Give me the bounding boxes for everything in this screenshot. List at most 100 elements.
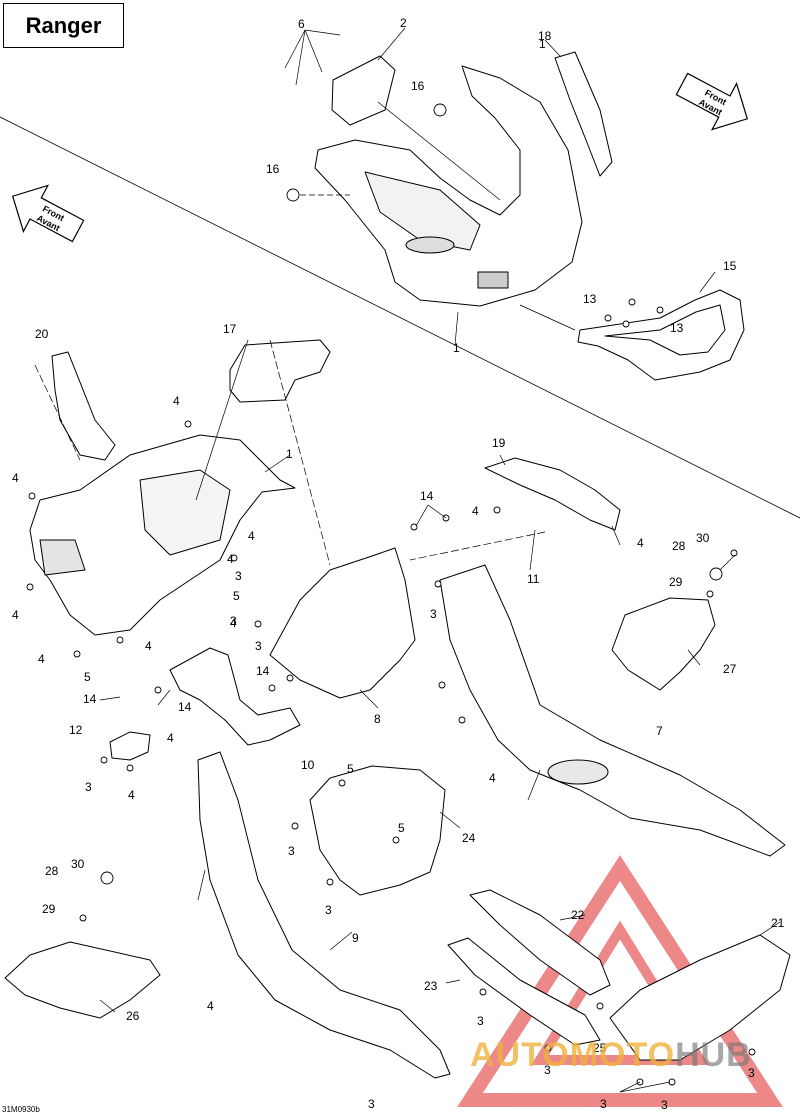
callout-label: 4 bbox=[227, 552, 234, 566]
part-side-panel-grille bbox=[39, 539, 86, 576]
callout-label: 4 bbox=[230, 616, 237, 630]
part-7-frame bbox=[439, 564, 786, 857]
part-hood-opening bbox=[405, 236, 455, 254]
callout-label: 29 bbox=[669, 575, 683, 589]
part-24-cover bbox=[309, 765, 446, 896]
callout-label: 3 bbox=[288, 844, 295, 858]
callout-label: 13 bbox=[583, 292, 597, 306]
callout-label: 23 bbox=[424, 979, 438, 993]
part-9-rail bbox=[197, 751, 451, 1079]
callout-label: 24 bbox=[462, 831, 476, 845]
callout-label: 1 bbox=[286, 447, 293, 461]
callout-label: 27 bbox=[723, 662, 737, 676]
callout-label: 4 bbox=[145, 639, 152, 653]
callout-label: 4 bbox=[12, 608, 19, 622]
callout-label: 22 bbox=[571, 908, 585, 922]
part-19-bracket bbox=[484, 457, 621, 531]
callout-label: 4 bbox=[637, 536, 644, 550]
part-hood-light bbox=[477, 271, 509, 289]
callout-label: 4 bbox=[248, 529, 255, 543]
part-27-plate bbox=[611, 597, 716, 691]
fasteners bbox=[26, 103, 756, 1086]
part-26-plate bbox=[4, 941, 161, 1019]
callout-label: 3 bbox=[600, 1097, 607, 1111]
callout-label: 3 bbox=[748, 1066, 755, 1080]
part-front-hood-top bbox=[314, 65, 583, 307]
callout-label: 1 bbox=[539, 37, 546, 51]
title-box: Ranger bbox=[3, 3, 124, 48]
callout-label: 14 bbox=[83, 692, 97, 706]
part-18-strip bbox=[554, 51, 613, 177]
callout-label: 5 bbox=[84, 670, 91, 684]
callout-label: 3 bbox=[368, 1097, 375, 1111]
part-hood-window bbox=[364, 171, 481, 251]
callout-label: 4 bbox=[489, 771, 496, 785]
callout-label: 4 bbox=[167, 731, 174, 745]
callout-label: 4 bbox=[38, 652, 45, 666]
callout-label: 30 bbox=[71, 857, 85, 871]
callout-label: 28 bbox=[45, 864, 59, 878]
callout-label: 9 bbox=[352, 931, 359, 945]
callout-label: 13 bbox=[670, 321, 684, 335]
callout-label: 3 bbox=[230, 614, 237, 628]
separator-line bbox=[0, 116, 800, 519]
callout-label: 3 bbox=[235, 569, 242, 583]
callout-label: 4 bbox=[472, 504, 479, 518]
callout-label: 3 bbox=[661, 1098, 668, 1112]
parts-group bbox=[4, 51, 791, 1079]
watermark-part1: AUTOMOTO bbox=[470, 1036, 676, 1074]
callout-label: 11 bbox=[527, 572, 540, 586]
callout-label: 3 bbox=[255, 639, 262, 653]
callout-label: 18 bbox=[538, 29, 552, 43]
callout-label: 26 bbox=[126, 1009, 140, 1023]
callout-label: 6 bbox=[298, 17, 305, 31]
callout-label: 3 bbox=[430, 607, 437, 621]
callout-label: 28 bbox=[672, 539, 686, 553]
callout-label: 4 bbox=[12, 471, 19, 485]
callout-label: 1 bbox=[453, 341, 460, 355]
callout-label: 12 bbox=[69, 723, 83, 737]
front-arrow-right: Front Avant bbox=[675, 72, 749, 131]
callout-label: 14 bbox=[420, 489, 434, 503]
callout-label: 3 bbox=[85, 780, 92, 794]
callout-label: 20 bbox=[35, 327, 49, 341]
part-8-cover bbox=[269, 547, 416, 699]
callout-label: 5 bbox=[398, 821, 405, 835]
front-arrow-left: Front Avant bbox=[11, 184, 85, 243]
watermark-part2: HUB bbox=[675, 1036, 752, 1074]
callout-label: 17 bbox=[223, 322, 237, 336]
callout-label: 16 bbox=[266, 162, 280, 176]
callout-label: 3 bbox=[477, 1014, 484, 1028]
callout-label: 4 bbox=[173, 394, 180, 408]
callout-label: 5 bbox=[347, 762, 354, 776]
callout-label: 14 bbox=[256, 664, 270, 678]
part-15-handle bbox=[577, 289, 745, 381]
callout-label: 16 bbox=[411, 79, 425, 93]
part-12-clip bbox=[109, 731, 151, 761]
callout-label: 10 bbox=[301, 758, 315, 772]
part-21-plate bbox=[609, 934, 791, 1061]
callout-label: 2 bbox=[400, 16, 407, 30]
callout-label: 8 bbox=[374, 712, 381, 726]
callout-label: 3 bbox=[325, 903, 332, 917]
callout-label: 15 bbox=[723, 259, 737, 273]
part-17-pad bbox=[229, 339, 331, 403]
part-22-bracket bbox=[469, 889, 611, 996]
callout-label: 21 bbox=[771, 916, 785, 930]
part-10-bracket bbox=[169, 647, 301, 746]
part-7-opening bbox=[547, 759, 609, 785]
callout-label: 29 bbox=[42, 902, 56, 916]
callout-label: 7 bbox=[656, 724, 663, 738]
callout-label: 3 bbox=[544, 1063, 551, 1077]
page-title: Ranger bbox=[25, 12, 102, 38]
callout-label: 30 bbox=[696, 531, 710, 545]
leader-lines bbox=[34, 27, 781, 1093]
callout-label: 4 bbox=[128, 788, 135, 802]
callout-label: 19 bbox=[492, 436, 506, 450]
part-23-bracket bbox=[447, 937, 601, 1046]
part-2-panel bbox=[331, 55, 396, 126]
callout-label: 5 bbox=[233, 589, 240, 603]
callout-label: 4 bbox=[207, 999, 214, 1013]
callout-label: 25 bbox=[593, 1041, 607, 1055]
